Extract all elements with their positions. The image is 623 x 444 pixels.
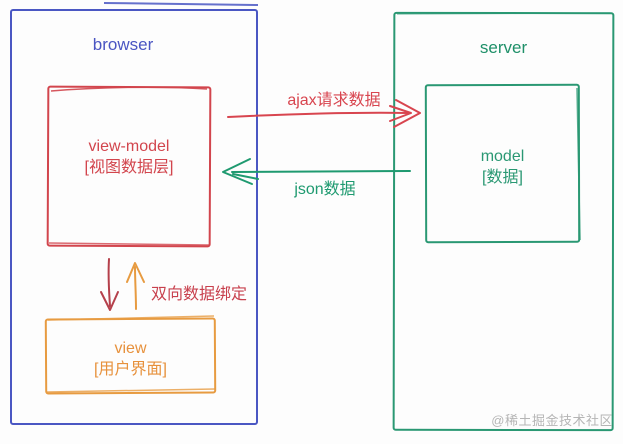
view-box-sketch-stroke-bottom bbox=[46, 388, 216, 393]
view-model-label-line2: [视图数据层] bbox=[84, 159, 174, 176]
browser-container-box bbox=[10, 9, 258, 425]
model-label: model [数据] bbox=[425, 146, 580, 188]
model-label-line1: model bbox=[480, 148, 525, 165]
view-box-sketch-stroke-top bbox=[47, 315, 215, 321]
json-arrow-label: json数据 bbox=[294, 181, 356, 198]
model-label-line2: [数据] bbox=[482, 169, 523, 186]
browser-box-sketch-stroke bbox=[103, 2, 259, 6]
binding-up-arrow-icon bbox=[126, 262, 145, 310]
server-title: server bbox=[479, 38, 528, 57]
browser-title: browser bbox=[92, 35, 154, 54]
view-model-label-line1: view-model bbox=[88, 138, 170, 155]
view-model-box-sketch-stroke-bottom bbox=[48, 242, 210, 246]
ajax-arrow-label: ajax请求数据 bbox=[287, 92, 381, 109]
view-label: view [用户界面] bbox=[45, 338, 216, 380]
json-response-arrow-icon bbox=[222, 158, 411, 185]
watermark-text: @稀土掘金技术社区 bbox=[491, 413, 613, 428]
model-box-sketch-stroke-right bbox=[576, 87, 581, 241]
two-way-binding-label: 双向数据绑定 bbox=[151, 286, 248, 303]
ajax-request-arrow-icon bbox=[227, 99, 421, 128]
view-model-box-sketch-stroke-top bbox=[50, 86, 208, 92]
view-label-line2: [用户界面] bbox=[94, 361, 167, 378]
view-model-label: view-model [视图数据层] bbox=[47, 136, 211, 178]
binding-down-arrow-icon bbox=[100, 258, 119, 311]
server-box-sketch-stroke-top bbox=[396, 12, 611, 15]
view-label-line1: view bbox=[114, 340, 147, 357]
